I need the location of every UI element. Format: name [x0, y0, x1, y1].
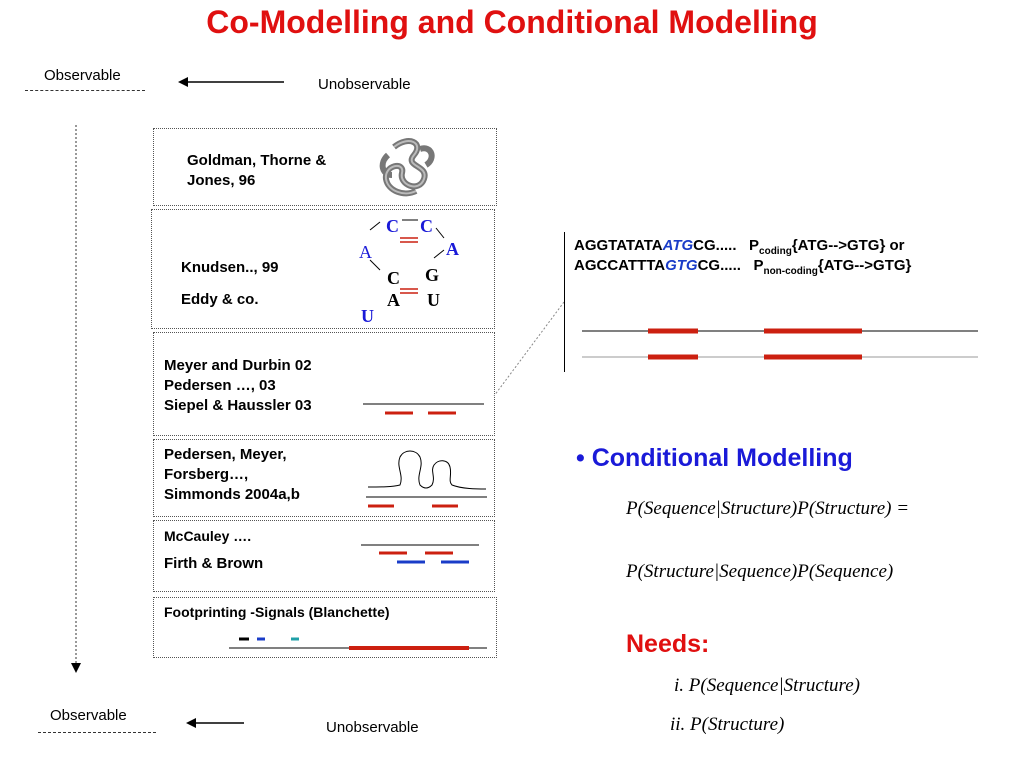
formula-2: P(Structure|Sequence)P(Sequence) [626, 561, 894, 582]
seq2-expr: {ATG-->GTG} [817, 257, 912, 274]
rna-hairpin-diagram [369, 219, 445, 294]
sequence-line-1: AGGTATATAATGCG..... Pcoding{ATG-->GTG} o… [574, 236, 904, 261]
slide-title: Co-Modelling and Conditional Modelling [206, 4, 818, 40]
protein-structure-icon [379, 138, 435, 197]
box-mccauley: McCauley …. Firth & Brown [153, 520, 495, 592]
box-meyer-durbin: Meyer and Durbin 02 Pedersen …, 03 Siepe… [153, 332, 495, 436]
bottom-observable-label: Observable [50, 707, 127, 724]
sequence-line-2: AGCCATTTAGTGCG..... Pnon-coding{ATG-->GT… [574, 256, 911, 281]
seq1-sub: coding [759, 246, 792, 257]
need-item-2: ii. P(Structure) [670, 714, 785, 735]
need-item-1: i. P(Sequence|Structure) [674, 675, 861, 696]
bullet-text: Conditional Modelling [591, 444, 853, 472]
zoom-connector [493, 301, 565, 397]
bottom-unobservable-label: Unobservable [326, 719, 419, 736]
rna-u-right: U [427, 290, 440, 310]
seq1-expr: {ATG-->GTG} or [791, 237, 905, 254]
box3-track-diagram [363, 403, 484, 415]
box1-line2: Jones, 96 [187, 172, 256, 189]
rna-a-bottom: A [387, 290, 400, 310]
sequence-panel-divider [564, 232, 565, 372]
seq1-p: P [749, 237, 760, 254]
seq1-suffix: CG..... [693, 237, 737, 254]
rna-u-left: U [361, 306, 374, 326]
vertical-down-arrow [71, 125, 81, 673]
sequence-track-diagram [582, 328, 978, 360]
box3-line2: Pedersen …, 03 [164, 377, 276, 394]
box4-line2: Forsberg…, [164, 466, 249, 483]
top-observable-underline [25, 90, 145, 91]
box-pedersen-meyer: Pedersen, Meyer, Forsberg…, Simmonds 200… [153, 439, 495, 517]
box4-hairpin-diagram [366, 450, 487, 508]
seq1-codon: ATG [662, 237, 694, 254]
bullet-dot: • [576, 444, 585, 472]
bottom-observable-underline [38, 732, 156, 733]
rna-c3: C [387, 268, 400, 288]
box4-line3: Simmonds 2004a,b [164, 486, 300, 503]
seq1-prefix: AGGTATATA [574, 237, 663, 254]
formula-1: P(Sequence|Structure)P(Structure) = [626, 498, 910, 519]
box3-line1: Meyer and Durbin 02 [164, 357, 312, 374]
box1-line1: Goldman, Thorne & [187, 152, 327, 169]
needs-heading: Needs: [626, 630, 710, 658]
box2-line2: Eddy & co. [181, 291, 259, 308]
rna-c2: C [420, 216, 433, 236]
box6-line1: Footprinting -Signals (Blanchette) [164, 604, 390, 620]
bottom-left-arrow [186, 718, 244, 728]
box4-line1: Pedersen, Meyer, [164, 446, 287, 463]
box5-track-diagram [361, 544, 479, 564]
top-observable-label: Observable [44, 67, 121, 84]
box-goldman: Goldman, Thorne & Jones, 96 [153, 128, 497, 206]
box-knudsen: Knudsen.., 99 Eddy & co. C C A A C G A U… [151, 209, 495, 329]
box5-line1: McCauley …. [164, 528, 252, 544]
box-footprinting: Footprinting -Signals (Blanchette) [153, 597, 497, 658]
box6-track-diagram [229, 637, 487, 650]
rna-a-left: A [359, 242, 372, 262]
top-left-arrow [178, 77, 284, 87]
seq2-suffix: CG..... [697, 257, 741, 274]
bullet-conditional-modelling: • Conditional Modelling [576, 444, 853, 473]
top-unobservable-label: Unobservable [318, 76, 411, 93]
rna-a-right: A [446, 239, 459, 259]
seq2-p: P [753, 257, 764, 274]
box5-line2: Firth & Brown [164, 555, 264, 572]
seq2-codon: GTG [665, 257, 698, 274]
seq2-prefix: AGCCATTTA [574, 257, 666, 274]
seq2-sub: non-coding [763, 266, 818, 277]
box3-line3: Siepel & Haussler 03 [164, 397, 312, 414]
rna-c1: C [386, 216, 399, 236]
box2-line1: Knudsen.., 99 [181, 259, 279, 276]
rna-g: G [425, 265, 440, 285]
